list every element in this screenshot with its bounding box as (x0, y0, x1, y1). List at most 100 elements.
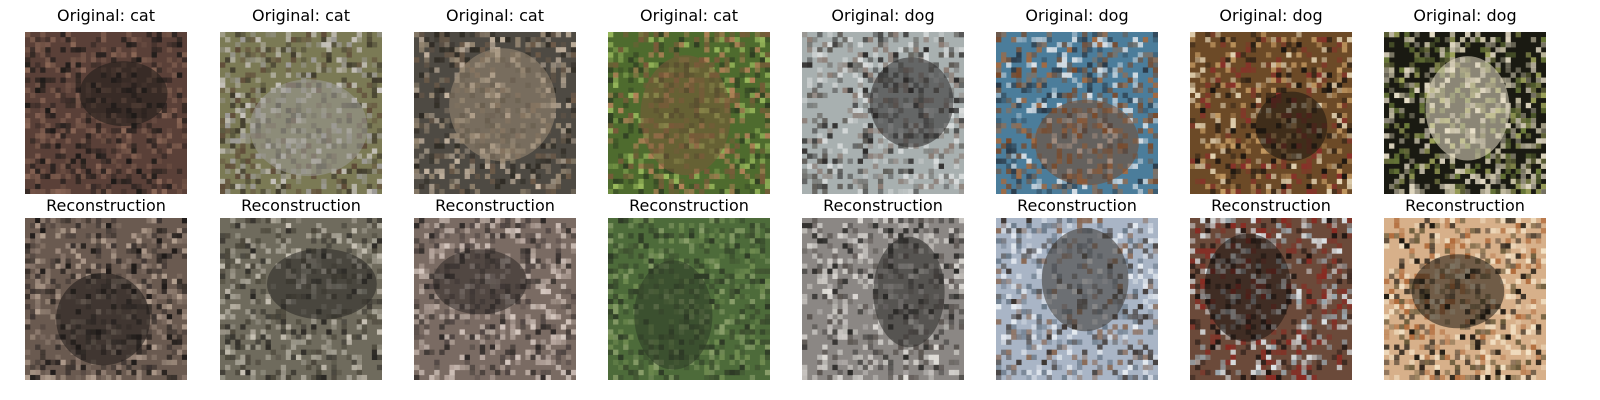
image-pixel (802, 158, 808, 164)
image-pixel (1225, 37, 1231, 43)
image-pixel (301, 324, 307, 330)
image-pixel (75, 62, 81, 68)
image-pixel (1399, 107, 1405, 114)
image-pixel (1041, 77, 1047, 83)
image-pixel (1137, 178, 1144, 185)
image-pixel (166, 329, 173, 335)
image-pixel (1515, 67, 1521, 73)
image-pixel (235, 359, 241, 366)
image-pixel (424, 283, 430, 290)
image-pixel (749, 47, 756, 53)
image-pixel (550, 324, 557, 330)
image-pixel (898, 188, 904, 194)
image-pixel (126, 128, 132, 134)
image-pixel (90, 369, 97, 376)
image-pixel (225, 364, 231, 371)
image-pixel (689, 183, 695, 190)
image-pixel (166, 32, 173, 38)
image-pixel (1505, 32, 1511, 38)
image-pixel (366, 37, 373, 43)
image-pixel (371, 253, 378, 259)
image-pixel (877, 178, 884, 185)
image-pixel (714, 57, 720, 63)
image-pixel (151, 158, 157, 164)
image-pixel (1404, 97, 1410, 104)
image-pixel (106, 228, 112, 234)
image-pixel (250, 188, 256, 194)
image-pixel (1215, 143, 1221, 149)
image-pixel (515, 223, 521, 229)
image-pixel (1454, 183, 1461, 190)
image-pixel (356, 334, 363, 340)
image-pixel (1296, 52, 1302, 58)
image-pixel (240, 143, 246, 149)
image-pixel (371, 299, 378, 305)
image-pixel (306, 32, 312, 38)
image-pixel (653, 47, 659, 53)
image-pixel (351, 37, 357, 43)
image-pixel (454, 133, 460, 139)
image-pixel (1001, 158, 1007, 164)
image-pixel (1215, 128, 1221, 134)
image-pixel (734, 37, 740, 43)
reconstruction-panel: Reconstruction (25, 0, 187, 400)
image-pixel (356, 168, 363, 175)
image-pixel (371, 87, 378, 94)
image-pixel (331, 173, 337, 180)
image-pixel (479, 218, 486, 224)
image-pixel (1316, 72, 1322, 78)
image-pixel (1036, 42, 1042, 48)
image-pixel (1495, 47, 1501, 53)
image-pixel (1240, 143, 1246, 149)
image-pixel (1459, 183, 1466, 190)
image-pixel (938, 133, 945, 139)
image-pixel (131, 128, 137, 134)
image-pixel (1190, 158, 1196, 164)
image-pixel (240, 324, 246, 330)
image-pixel (1465, 42, 1471, 48)
image-pixel (50, 314, 56, 320)
image-pixel (65, 102, 71, 109)
image-pixel (176, 72, 183, 78)
image-pixel (1540, 128, 1546, 134)
image-pixel (55, 334, 61, 340)
image-pixel (424, 268, 430, 274)
image-pixel (45, 62, 51, 68)
image-pixel (414, 304, 420, 310)
image-pixel (1036, 178, 1042, 185)
image-pixel (505, 168, 511, 175)
image-pixel (842, 148, 848, 154)
image-pixel (454, 62, 460, 68)
image-pixel (948, 123, 955, 129)
image-pixel (40, 309, 46, 315)
image-pixel (1230, 42, 1236, 48)
image-pixel (1525, 183, 1532, 190)
image-pixel (749, 153, 756, 159)
image-pixel (1316, 82, 1322, 88)
image-pixel (1031, 62, 1037, 68)
image-pixel (938, 52, 945, 58)
image-pixel (817, 82, 823, 88)
image-pixel (419, 153, 425, 159)
image-pixel (484, 173, 491, 180)
image-pixel (628, 158, 634, 164)
image-pixel (1515, 32, 1521, 38)
image-pixel (50, 334, 56, 340)
image-pixel (230, 57, 236, 63)
image-pixel (555, 32, 562, 38)
image-pixel (724, 87, 730, 94)
image-pixel (1414, 82, 1420, 88)
image-pixel (729, 57, 735, 63)
image-pixel (469, 223, 476, 229)
image-pixel (316, 354, 322, 361)
image-pixel (729, 97, 735, 104)
image-pixel (361, 324, 368, 330)
image-pixel (459, 188, 465, 194)
image-pixel (535, 37, 541, 43)
image-pixel (1245, 138, 1252, 144)
image-pixel (1321, 47, 1327, 53)
image-pixel (643, 67, 649, 73)
image-pixel (235, 92, 241, 99)
image-pixel (1540, 102, 1546, 109)
image-pixel (444, 319, 450, 325)
